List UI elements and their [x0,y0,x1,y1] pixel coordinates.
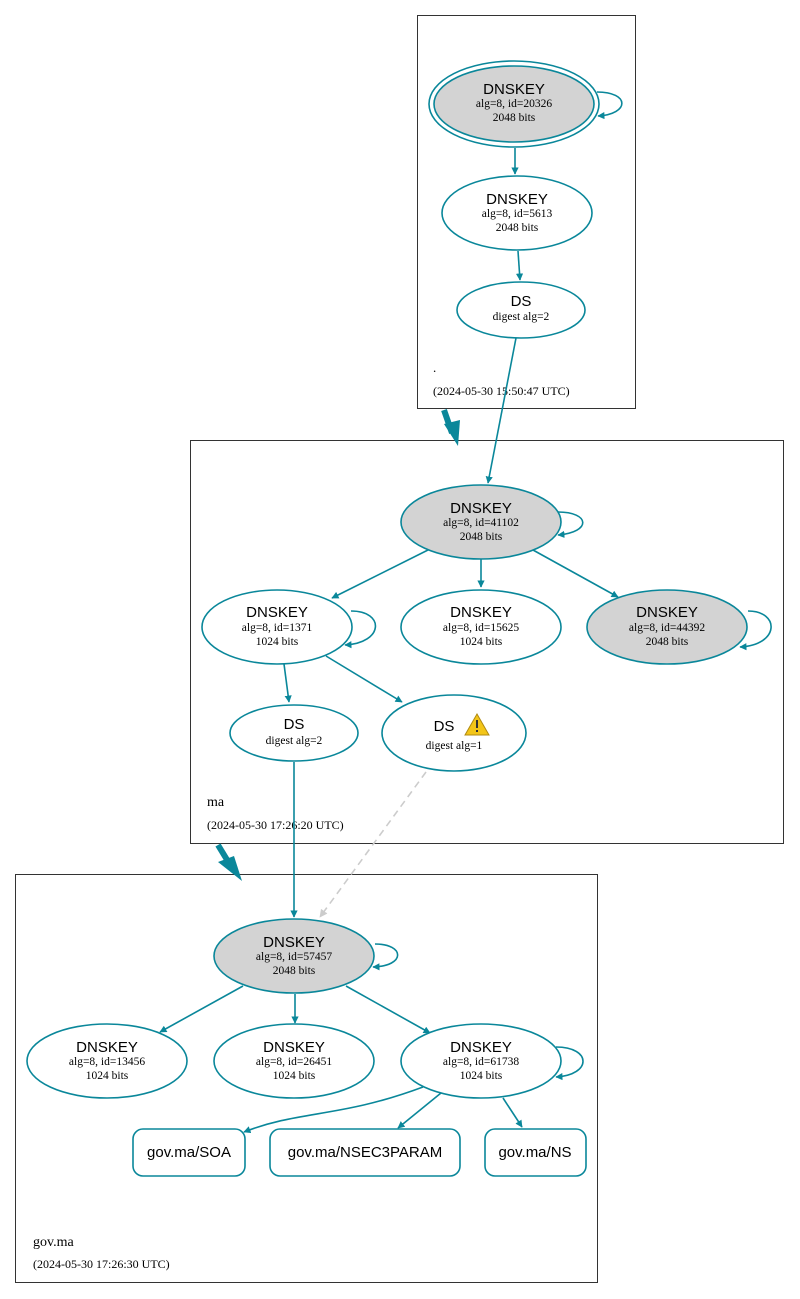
node-bits: 2048 bits [273,965,316,977]
node-type: DNSKEY [263,934,325,951]
zone-name: . [433,360,436,375]
node-bits: 1024 bits [86,1070,129,1082]
rrset-node-nsec3param[interactable]: gov.ma/NSEC3PARAM [269,1128,461,1177]
dnskey-node-15625[interactable]: DNSKEY alg=8, id=15625 1024 bits [400,589,562,665]
node-bits: 1024 bits [460,1070,503,1082]
node-type: DNSKEY [450,604,512,621]
rrset-label: gov.ma/NS [498,1144,571,1161]
node-detail: alg=8, id=20326 [476,98,552,110]
node-type: DNSKEY [263,1039,325,1056]
zone-timestamp: (2024-05-30 17:26:20 UTC) [207,818,344,832]
node-detail: alg=8, id=41102 [443,517,519,529]
node-bits: 2048 bits [493,112,536,124]
rrset-label: gov.ma/NSEC3PARAM [288,1144,443,1161]
zone-timestamp: (2024-05-30 15:50:47 UTC) [433,384,570,398]
rrset-node-ns[interactable]: gov.ma/NS [484,1128,587,1177]
node-detail: alg=8, id=1371 [242,622,313,634]
node-type: DNSKEY [450,500,512,517]
node-detail: alg=8, id=15625 [443,622,519,634]
dnskey-node-41102[interactable]: DNSKEY alg=8, id=41102 2048 bits [400,484,562,560]
node-type: DNSKEY [76,1039,138,1056]
warning-icon [464,712,490,736]
node-detail: alg=8, id=13456 [69,1056,145,1068]
node-detail: digest alg=1 [426,740,483,752]
node-detail: alg=8, id=26451 [256,1056,332,1068]
node-bits: 1024 bits [273,1070,316,1082]
node-bits: 2048 bits [460,531,503,543]
signature-edges [159,91,772,1133]
delegation-arrowhead [218,856,242,881]
dnskey-node-20326[interactable]: DNSKEY alg=8, id=20326 2048 bits [428,60,600,148]
dnskey-node-5613[interactable]: DNSKEY alg=8, id=5613 2048 bits [441,175,593,251]
node-type: DNSKEY [450,1039,512,1056]
dnskey-node-13456[interactable]: DNSKEY alg=8, id=13456 1024 bits [26,1023,188,1099]
node-bits: 2048 bits [496,222,539,234]
node-bits: 1024 bits [460,636,503,648]
zone-gov-ma: gov.ma (2024-05-30 17:26:30 UTC) [15,874,598,1283]
dnskey-node-44392[interactable]: DNSKEY alg=8, id=44392 2048 bits [586,589,748,665]
rrset-label: gov.ma/SOA [147,1144,231,1161]
dnskey-node-57457[interactable]: DNSKEY alg=8, id=57457 2048 bits [213,918,375,994]
node-type: DS [511,293,532,310]
zone-root: . (2024-05-30 15:50:47 UTC) [417,15,636,409]
node-detail: alg=8, id=5613 [482,208,553,220]
node-type: DNSKEY [486,191,548,208]
node-detail: alg=8, id=44392 [629,622,705,634]
dnskey-node-1371[interactable]: DNSKEY alg=8, id=1371 1024 bits [201,589,353,665]
delegation-arrowhead [444,420,460,446]
node-type: DS [284,716,305,733]
node-detail: alg=8, id=61738 [443,1056,519,1068]
zone-name: ma [207,795,225,810]
ds-node-root[interactable]: DS digest alg=2 [456,281,586,339]
ds-node-ma-alg1[interactable]: DS digest alg=1 [381,694,527,772]
zone-timestamp: (2024-05-30 17:26:30 UTC) [33,1257,170,1271]
dnskey-node-26451[interactable]: DNSKEY alg=8, id=26451 1024 bits [213,1023,375,1099]
insecure-ds-edge [319,771,427,918]
ds-node-ma-alg2[interactable]: DS digest alg=2 [229,704,359,762]
node-bits: 2048 bits [646,636,689,648]
node-type: DNSKEY [636,604,698,621]
zone-ma: ma (2024-05-30 17:26:20 UTC) [190,440,784,844]
rrset-node-soa[interactable]: gov.ma/SOA [132,1128,246,1177]
node-detail: digest alg=2 [266,735,323,747]
delegation-edges [215,409,460,881]
node-type: DS [434,718,455,735]
dnskey-node-61738[interactable]: DNSKEY alg=8, id=61738 1024 bits [400,1023,562,1099]
node-type: DNSKEY [483,81,545,98]
node-type: DNSKEY [246,604,308,621]
node-bits: 1024 bits [256,636,299,648]
node-detail: alg=8, id=57457 [256,951,332,963]
node-detail: digest alg=2 [493,311,550,323]
zone-name: gov.ma [33,1235,74,1250]
